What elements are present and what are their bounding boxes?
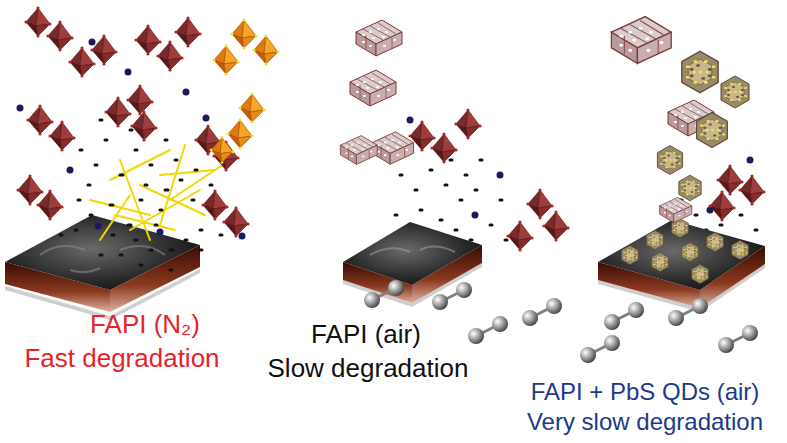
panel-label: Very slow degradation [527, 408, 763, 436]
octahedra-part [210, 136, 234, 164]
perovskite-fragments-part [506, 220, 533, 251]
panel-label: Slow degradation [268, 354, 469, 384]
cation-dots-part [95, 223, 102, 230]
quantum-dots-part [697, 112, 728, 147]
octahedra-part [26, 104, 53, 135]
cation-dots-part [239, 233, 246, 240]
panel-label: Fast degradation [24, 344, 219, 374]
octahedra-part [252, 34, 279, 65]
quantum-dots-part [660, 197, 692, 222]
slab-fapi-qd-part [682, 242, 699, 261]
oxygen-molecules-part [522, 298, 562, 326]
slab-fapi-qd-part [647, 230, 664, 249]
slab-fapi-n2-part [40, 246, 165, 272]
perovskite-fragments-part [356, 20, 402, 56]
perovskite-fragments-part [454, 108, 481, 139]
perovskite-fragments-part [430, 132, 457, 163]
slab-fapi-n2-part [5, 215, 200, 290]
slab-fapi-qd-part [622, 245, 639, 264]
cation-dots-part [472, 212, 479, 219]
octahedra-part [46, 20, 73, 51]
oxygen-molecules-part [432, 282, 472, 310]
cation-dots [17, 39, 754, 240]
octahedra-part [24, 6, 51, 37]
octahedra-part [238, 92, 265, 123]
octahedra-part [126, 84, 153, 115]
cation-dots-part [747, 157, 754, 164]
yellow-bonds-part [120, 160, 150, 240]
octahedra-part [174, 16, 201, 47]
yellow-bonds-part [90, 200, 150, 215]
slab-fapi-qd-part [652, 252, 669, 271]
quantum-dots [611, 17, 765, 223]
cation-dots-part [183, 89, 190, 96]
octahedra-part [222, 206, 249, 237]
oxygen-molecules-part [668, 298, 708, 326]
yellow-bonds [90, 145, 230, 240]
octahedra-part [230, 18, 257, 49]
panel-label: FAPI + PbS QDs (air) [531, 378, 760, 406]
cation-dots-part [89, 39, 96, 46]
panel-label: FAPI (air) [311, 320, 421, 350]
yellow-bonds-part [160, 170, 215, 175]
cation-dots-part [125, 69, 132, 76]
octahedra-part [201, 189, 228, 220]
octahedra-part [156, 40, 183, 71]
quantum-dots-part [738, 174, 765, 205]
quantum-dots-part [679, 175, 701, 201]
octahedra-part [226, 118, 253, 149]
yellow-bonds-part [160, 145, 185, 225]
cation-dots-part [497, 172, 504, 179]
quantum-dots-part [682, 51, 718, 93]
slab-fapi-qd [598, 218, 765, 312]
yellow-bonds-part [115, 215, 175, 230]
perovskite-fragments-part [372, 132, 413, 164]
perovskite-fragments-part [350, 70, 396, 106]
perovskite-fragments-part [542, 210, 569, 241]
octahedra-part [134, 24, 161, 55]
octahedra-part [48, 120, 75, 151]
octahedra-part [130, 110, 157, 141]
slab-fapi-air-part [370, 246, 455, 255]
panel-label: FAPI (N₂) [90, 310, 200, 340]
quantum-dots-part [721, 76, 749, 108]
oxygen-molecules-part [468, 316, 508, 344]
perovskite-fragments [340, 20, 569, 252]
oxygen-molecules-part [604, 302, 644, 330]
cation-dots-part [17, 105, 24, 112]
oxygen-molecules-part [718, 325, 758, 353]
quantum-dots-part [611, 17, 671, 64]
oxygen-molecules [580, 298, 758, 363]
cation-dots-part [203, 115, 210, 122]
cation-dots-part [407, 117, 414, 124]
slab-fapi-n2 [5, 215, 200, 320]
oxygen-molecules-part [580, 335, 620, 363]
octahedra-part [16, 174, 43, 205]
octahedra-part [90, 34, 117, 65]
octahedra-part [212, 44, 239, 75]
slab-fapi-air-part [343, 222, 482, 285]
perovskite-fragments-part [526, 188, 553, 219]
slab-fapi-qd-part [707, 232, 724, 251]
slab-fapi-qd-part [692, 264, 709, 283]
cation-dots-part [157, 229, 164, 236]
perovskite-fragments-part [340, 136, 377, 165]
quantum-dots-part [708, 190, 735, 221]
cation-dots-part [67, 167, 74, 174]
octahedra-part [36, 189, 63, 220]
octahedra [16, 6, 279, 237]
oxygen-molecules-part [364, 280, 404, 308]
quantum-dots-part [657, 146, 682, 175]
slab-fapi-qd-part [732, 240, 749, 259]
